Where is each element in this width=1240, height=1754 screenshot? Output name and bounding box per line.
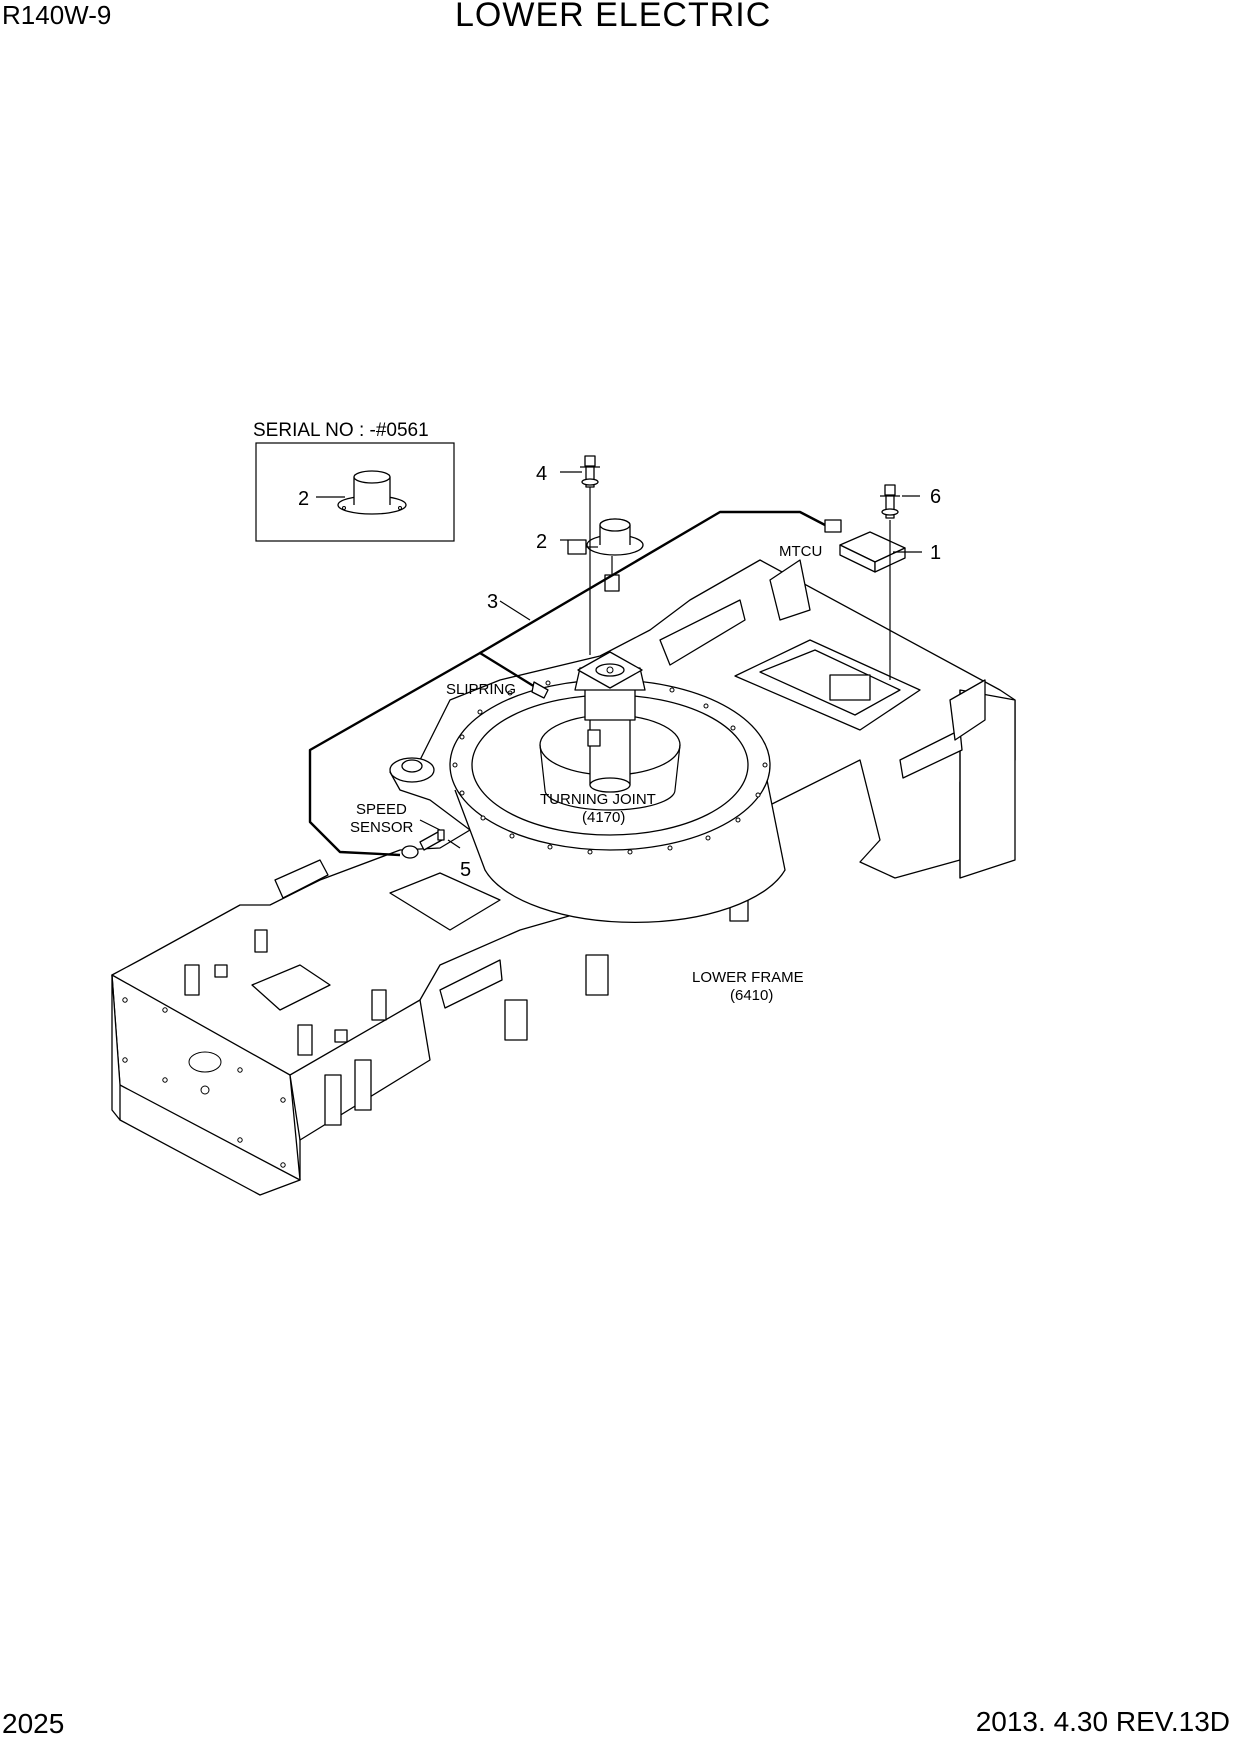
serial-number-label: SERIAL NO : -#0561 [253,420,429,441]
page-title: LOWER ELECTRIC [455,0,772,34]
callout-speed-sensor: 5 [460,859,471,881]
callout-harness: 3 [487,591,498,613]
label-speed-sensor-line2: SENSOR [350,819,414,836]
inset-callout-number: 2 [298,488,309,510]
callout-slipring: 2 [536,531,547,553]
serial-inset: SERIAL NO : -#0561 2 [253,420,455,542]
callout-bolt-left: 4 [536,463,547,485]
model-number: R140W-9 [2,0,112,30]
label-turning-joint: TURNING JOINT [540,791,656,808]
mtcu-module [824,519,906,573]
label-lower-frame-ref: (6410) [730,987,773,1004]
bolt-right [880,484,900,519]
label-mtcu: MTCU [779,543,822,560]
turning-joint [574,651,646,793]
leader-lines [419,471,922,849]
speed-sensor [401,829,445,859]
bolt-left [580,455,600,488]
wire-harness [308,510,826,857]
label-speed-sensor-line1: SPEED [356,801,407,818]
page-number: 2025 [2,1708,65,1739]
callout-mtcu-1: 1 [930,542,941,564]
label-slipring: SLIPRING [446,681,516,698]
callout-mtcu: 6 [930,486,941,508]
label-lower-frame: LOWER FRAME [692,969,804,986]
label-turning-joint-ref: (4170) [582,809,625,826]
inset-slipring-cap [337,470,407,515]
slipring-assembly [567,518,644,592]
revision-date: 2013. 4.30 REV.13D [975,1706,1230,1737]
swing-ring [389,677,786,924]
